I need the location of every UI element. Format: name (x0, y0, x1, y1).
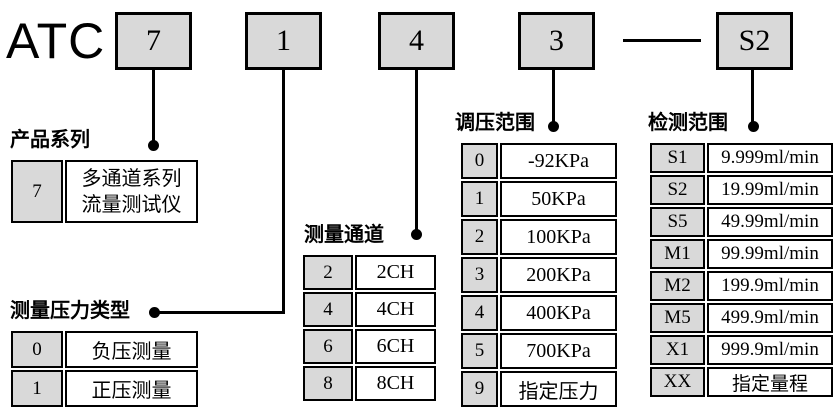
connector-line-pressure-type-horizontal (154, 311, 285, 314)
code-segment-box-2: 1 (245, 12, 322, 70)
section-title-detection-range: 检测范围 (648, 112, 728, 134)
connector-line-detection-range (751, 70, 754, 128)
section-title-series: 产品系列 (10, 129, 90, 151)
value-cell: 指定量程 (707, 367, 833, 397)
table-row: 3 200KPa (461, 257, 617, 293)
table-row: 1 正压测量 (11, 370, 198, 407)
value-cell: 700KPa (500, 333, 617, 369)
connector-line-pressure-type-vertical (282, 70, 285, 314)
table-row: 1 50KPa (461, 181, 617, 217)
code-cell: 0 (11, 331, 63, 368)
table-row: M2 199.9ml/min (650, 271, 833, 301)
table-row: 9 指定压力 (461, 371, 617, 407)
series-table: 7 多通道系列 流量测试仪 (11, 160, 198, 223)
value-cell: 4CH (355, 292, 436, 327)
value-cell: 199.9ml/min (707, 271, 833, 301)
code-cell: X1 (650, 335, 705, 365)
code-cell: 1 (11, 370, 63, 407)
code-cell: M2 (650, 271, 705, 301)
value-cell: 负压测量 (65, 331, 198, 368)
code-cell: 1 (461, 181, 498, 217)
table-row: S2 19.99ml/min (650, 175, 833, 205)
pressure-range-table: 0 -92KPa 1 50KPa 2 100KPa 3 200KPa 4 400… (461, 143, 617, 407)
table-row: 2 100KPa (461, 219, 617, 255)
code-segment-box-5: S2 (716, 12, 793, 70)
table-row: 4 400KPa (461, 295, 617, 331)
code-cell: 8 (303, 366, 353, 401)
code-cell: M1 (650, 239, 705, 269)
table-row: 4 4CH (303, 292, 436, 327)
code-cell: 5 (461, 333, 498, 369)
value-cell: 499.9ml/min (707, 303, 833, 333)
connector-dot-series (148, 140, 159, 151)
product-code-prefix: ATC (6, 13, 106, 69)
code-segment-box-3: 4 (378, 12, 455, 70)
code-cell: M5 (650, 303, 705, 333)
code-cell: 4 (461, 295, 498, 331)
connector-line-channels (415, 70, 418, 235)
code-cell: 2 (303, 255, 353, 290)
value-cell: 2CH (355, 255, 436, 290)
value-cell: 多通道系列 流量测试仪 (65, 160, 198, 223)
value-cell: 9.999ml/min (707, 143, 833, 173)
series-description-line2: 流量测试仪 (81, 193, 182, 216)
code-cell: S2 (650, 175, 705, 205)
connector-dot-pressure-type (149, 307, 160, 318)
section-title-pressure-range: 调压范围 (455, 112, 535, 134)
code-cell: 0 (461, 143, 498, 179)
code-cell: S1 (650, 143, 705, 173)
connector-dot-pressure-range (548, 121, 559, 132)
value-cell: 6CH (355, 329, 436, 364)
value-cell: 正压测量 (65, 370, 198, 407)
code-cell: 3 (461, 257, 498, 293)
series-description-line1: 多通道系列 (81, 167, 182, 190)
value-cell: 100KPa (500, 219, 617, 255)
table-row: XX 指定量程 (650, 367, 833, 397)
table-row: M5 499.9ml/min (650, 303, 833, 333)
connector-dot-channels (411, 229, 422, 240)
value-cell: 999.9ml/min (707, 335, 833, 365)
code-cell: 7 (11, 160, 63, 223)
connector-line-pressure-range (552, 70, 555, 128)
code-cell: S5 (650, 207, 705, 237)
value-cell: 99.99ml/min (707, 239, 833, 269)
table-row: S1 9.999ml/min (650, 143, 833, 173)
value-cell: 指定压力 (500, 371, 617, 407)
code-segment-box-1: 7 (115, 12, 192, 70)
code-separator-dash (623, 39, 701, 42)
value-cell: 49.99ml/min (707, 207, 833, 237)
detection-range-table: S1 9.999ml/min S2 19.99ml/min S5 49.99ml… (650, 143, 833, 397)
table-row: 0 负压测量 (11, 331, 198, 368)
code-cell: 4 (303, 292, 353, 327)
code-cell: XX (650, 367, 705, 397)
connector-dot-detection-range (748, 121, 759, 132)
code-cell: 6 (303, 329, 353, 364)
connector-line-series (152, 70, 155, 146)
table-row: M1 99.99ml/min (650, 239, 833, 269)
table-row: 7 多通道系列 流量测试仪 (11, 160, 198, 223)
table-row: 5 700KPa (461, 333, 617, 369)
section-title-pressure-type: 测量压力类型 (10, 300, 130, 322)
code-cell: 9 (461, 371, 498, 407)
value-cell: 19.99ml/min (707, 175, 833, 205)
value-cell: 8CH (355, 366, 436, 401)
pressure-type-table: 0 负压测量 1 正压测量 (11, 331, 198, 407)
section-title-channels: 测量通道 (304, 224, 384, 246)
code-cell: 2 (461, 219, 498, 255)
series-description: 多通道系列 流量测试仪 (82, 166, 182, 218)
table-row: 8 8CH (303, 366, 436, 401)
value-cell: 50KPa (500, 181, 617, 217)
value-cell: -92KPa (500, 143, 617, 179)
value-cell: 200KPa (500, 257, 617, 293)
table-row: 0 -92KPa (461, 143, 617, 179)
table-row: 2 2CH (303, 255, 436, 290)
table-row: S5 49.99ml/min (650, 207, 833, 237)
table-row: 6 6CH (303, 329, 436, 364)
value-cell: 400KPa (500, 295, 617, 331)
code-segment-box-4: 3 (518, 12, 595, 70)
channels-table: 2 2CH 4 4CH 6 6CH 8 8CH (303, 255, 436, 401)
table-row: X1 999.9ml/min (650, 335, 833, 365)
